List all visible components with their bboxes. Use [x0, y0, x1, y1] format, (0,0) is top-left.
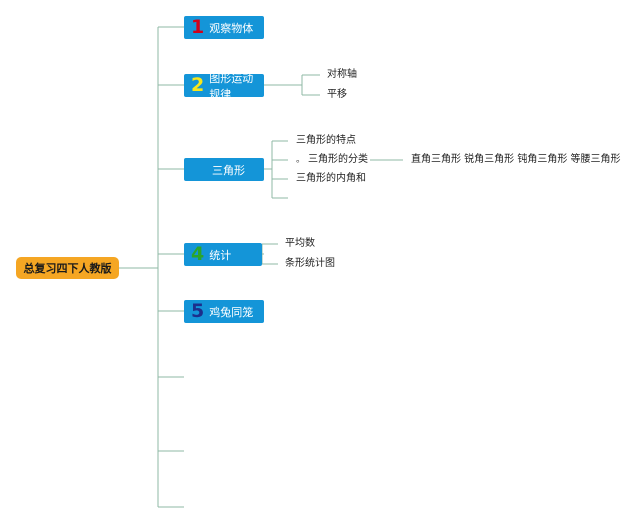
leaf-triangle-features[interactable]: 三角形的特点 — [296, 135, 356, 146]
root-label: 总复习四下人教版 — [23, 262, 112, 275]
branch-number-2: 2 — [191, 74, 205, 96]
leaf-average[interactable]: 平均数 — [285, 238, 315, 249]
leaf-triangle-angle-sum[interactable]: 三角形的内角和 — [296, 173, 366, 184]
branch-figure-motion[interactable]: 2 图形运动规律 — [184, 72, 264, 101]
branch-number-4: 4 — [191, 243, 205, 265]
root-node[interactable]: 总复习四下人教版 — [16, 257, 119, 279]
leaf-classification-types[interactable]: 直角三角形 锐角三角形 钝角三角形 等腰三角形 — [411, 154, 621, 165]
branch-observe-objects[interactable]: 1 观察物体 — [184, 16, 264, 39]
branch-label: 统计 — [209, 248, 232, 262]
branch-label: 图形运动规律 — [209, 71, 254, 101]
branch-label: 三角形 — [212, 163, 245, 177]
branch-number-5: 5 — [191, 300, 205, 322]
bullet-icon: 。 — [296, 155, 306, 165]
branch-triangle[interactable]: 三角形 — [184, 158, 264, 181]
leaf-triangle-classification[interactable]: 。三角形的分类 — [296, 154, 368, 166]
branch-number-1: 1 — [191, 16, 205, 38]
branch-statistics[interactable]: 4 统计 — [184, 243, 262, 266]
branch-label: 鸡兔同笼 — [209, 305, 254, 319]
leaf-translation[interactable]: 平移 — [327, 89, 347, 100]
branch-label: 观察物体 — [209, 21, 254, 35]
leaf-symmetry-axis[interactable]: 对称轴 — [327, 69, 357, 80]
leaf-label: 三角形的分类 — [308, 154, 369, 165]
branch-chicken-rabbit[interactable]: 5 鸡兔同笼 — [184, 300, 264, 323]
leaf-bar-chart[interactable]: 条形统计图 — [285, 258, 335, 269]
